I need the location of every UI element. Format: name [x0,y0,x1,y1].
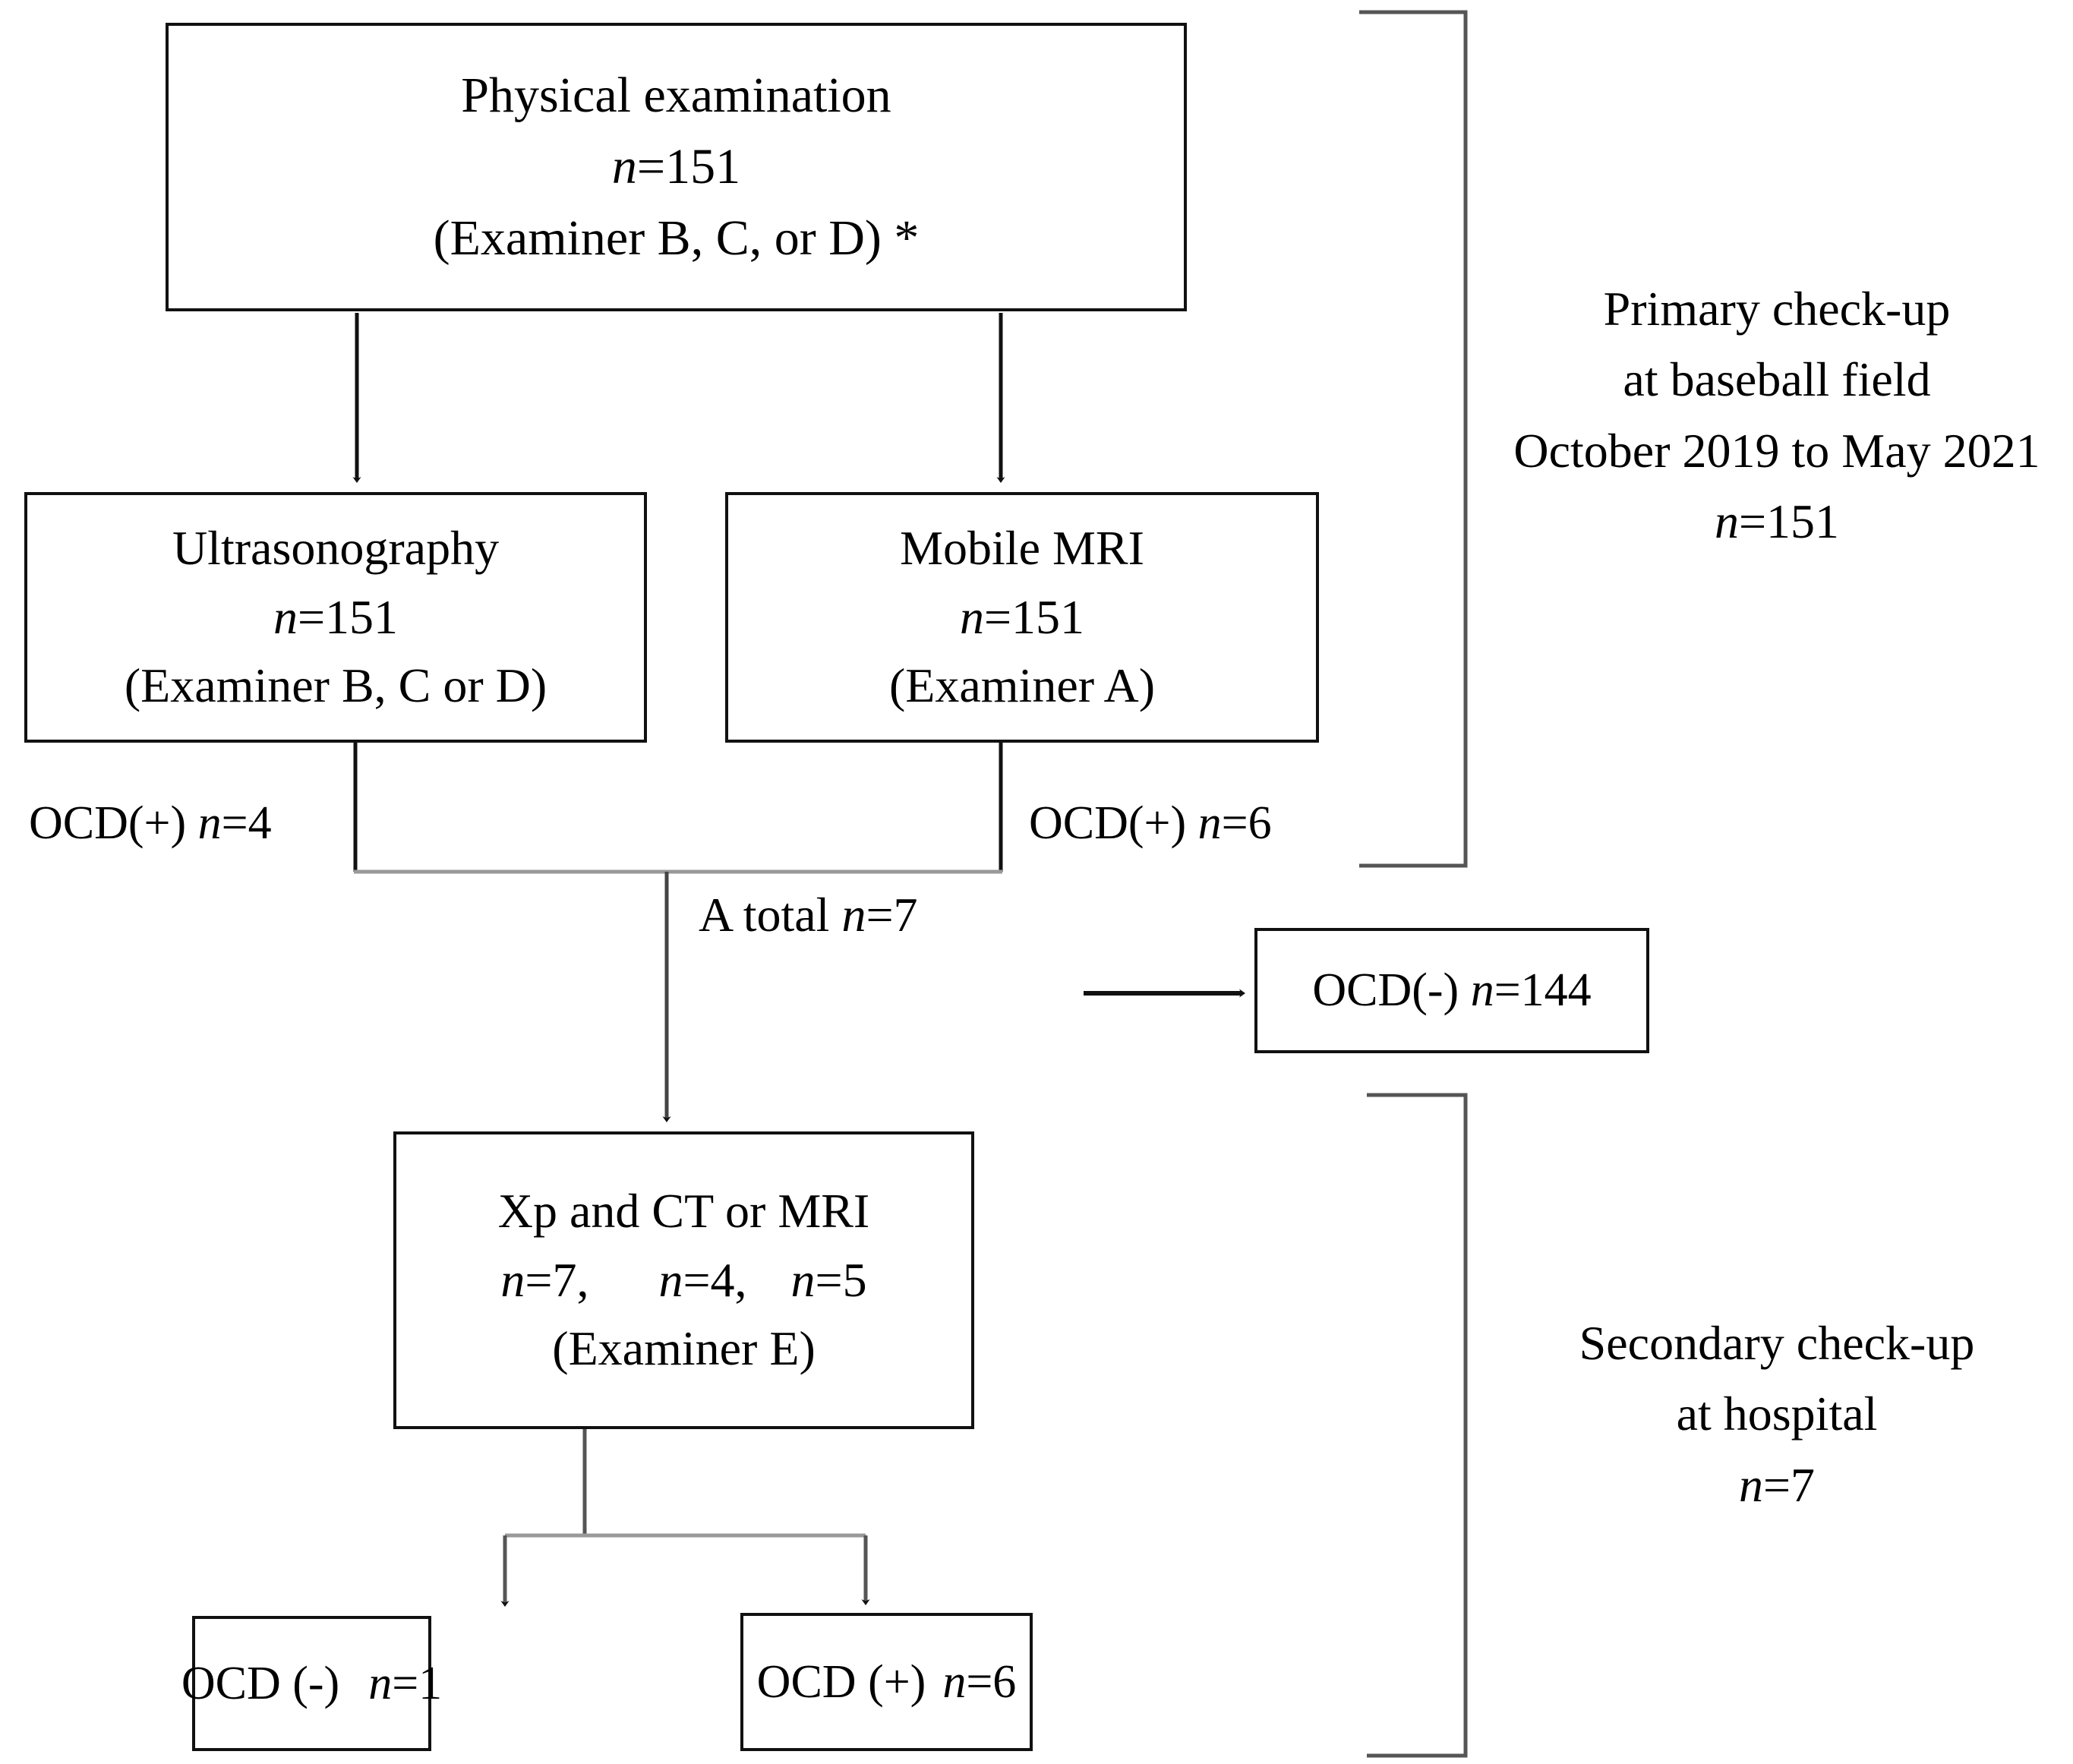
n-value: =6 [966,1655,1017,1708]
ocd-negative-144-label: OCD(-) [1312,964,1471,1017]
xp-ct-mri-counts: n=7,n=4,n=5 [500,1246,866,1315]
bracket-primary-checkup [1359,10,1468,868]
secondary-note-line-2: at hospital [1676,1387,1878,1441]
n-symbol-1: n [500,1252,525,1307]
n-symbol: n [1714,494,1739,549]
n-symbol: n [1470,964,1494,1017]
mobile-mri-examiner: (Examiner A) [888,658,1156,713]
primary-note-line-1: Primary check-up [1603,282,1951,336]
edge-label-ocd-positive-mobilemri: OCD(+) n=6 [1029,790,1272,857]
ultrasonography-title: Ultrasonography [172,520,500,575]
n-symbol: n [959,589,984,644]
edge-label-ocd-positive-ultrasonography: OCD(+) n=4 [29,790,272,857]
ocd-positive-6-text: OCD (+) n=6 [757,1649,1017,1715]
ultrasonography-examiner: (Examiner B, C or D) [124,658,547,713]
secondary-note-line-1: Secondary check-up [1579,1316,1975,1370]
node-mobile-mri: Mobile MRI n=151 (Examiner A) [725,492,1319,743]
node-ocd-positive-6: OCD (+) n=6 [740,1613,1033,1751]
secondary-note-n: n=7 [1534,1450,2020,1520]
ocd-negative-1-label: OCD (-) [181,1657,340,1709]
mobile-mri-n: n=151 [960,583,1084,652]
n-symbol: n [1197,797,1222,849]
n-value-2: =4, [683,1252,747,1307]
edge-label-text: OCD(+) [1029,797,1198,849]
side-note-secondary-checkup: Secondary check-up at hospital n=7 [1534,1308,2020,1520]
bracket-secondary-checkup [1367,1093,1468,1758]
n-symbol-2: n [658,1252,683,1307]
n-value: =7 [866,888,918,942]
n-value: =151 [297,589,399,644]
n-value: =4 [221,797,272,849]
primary-note-line-2: at baseball field [1623,352,1931,407]
node-xp-ct-or-mri: Xp and CT or MRI n=7,n=4,n=5 (Examiner E… [393,1131,974,1429]
n-symbol: n [942,1655,967,1708]
xp-ct-mri-examiner: (Examiner E) [552,1321,816,1376]
node-ocd-negative-144: OCD(-) n=144 [1254,928,1649,1053]
edge-label-text: A total [699,888,842,942]
n-symbol: n [841,888,866,942]
ultrasonography-n: n=151 [273,583,398,652]
n-value: =151 [636,139,741,195]
n-value-3: =5 [815,1252,867,1307]
physical-exam-n: n=151 [612,131,740,203]
node-ocd-negative-1: OCD (-) n=1 [181,1616,442,1751]
n-value: =144 [1494,964,1592,1017]
ocd-negative-1-text: OCD (-) n=1 [181,1650,442,1717]
physical-exam-title: Physical examination [461,68,891,124]
n-value: =6 [1221,797,1272,849]
n-value: =7 [1762,1457,1816,1512]
n-value: =151 [1738,494,1840,549]
primary-note-line-3: October 2019 to May 2021 [1513,423,2040,478]
n-symbol: n [1738,1457,1763,1512]
n-symbol: n [197,797,222,849]
node-physical-examination: Physical examination n=151 (Examiner B, … [166,23,1187,311]
node-ultrasonography: Ultrasonography n=151 (Examiner B, C or … [24,492,647,743]
n-value: =1 [392,1657,443,1709]
physical-exam-examiner: (Examiner B, C, or D) * [433,210,920,266]
xp-ct-mri-title: Xp and CT or MRI [497,1183,870,1238]
n-value-1: =7, [525,1252,589,1307]
side-note-primary-checkup: Primary check-up at baseball field Octob… [1511,273,2043,557]
n-symbol: n [273,589,298,644]
n-symbol: n [611,139,637,195]
edge-label-a-total: A total n=7 [699,881,918,950]
n-symbol: n [368,1657,393,1709]
n-symbol-3: n [790,1252,816,1307]
ocd-positive-6-label: OCD (+) [756,1655,926,1708]
edge-label-text: OCD(+) [29,797,198,849]
n-value: =151 [983,589,1085,644]
ocd-negative-144-text: OCD(-) n=144 [1312,957,1591,1024]
primary-note-n: n=151 [1511,486,2043,557]
mobile-mri-title: Mobile MRI [900,520,1144,575]
